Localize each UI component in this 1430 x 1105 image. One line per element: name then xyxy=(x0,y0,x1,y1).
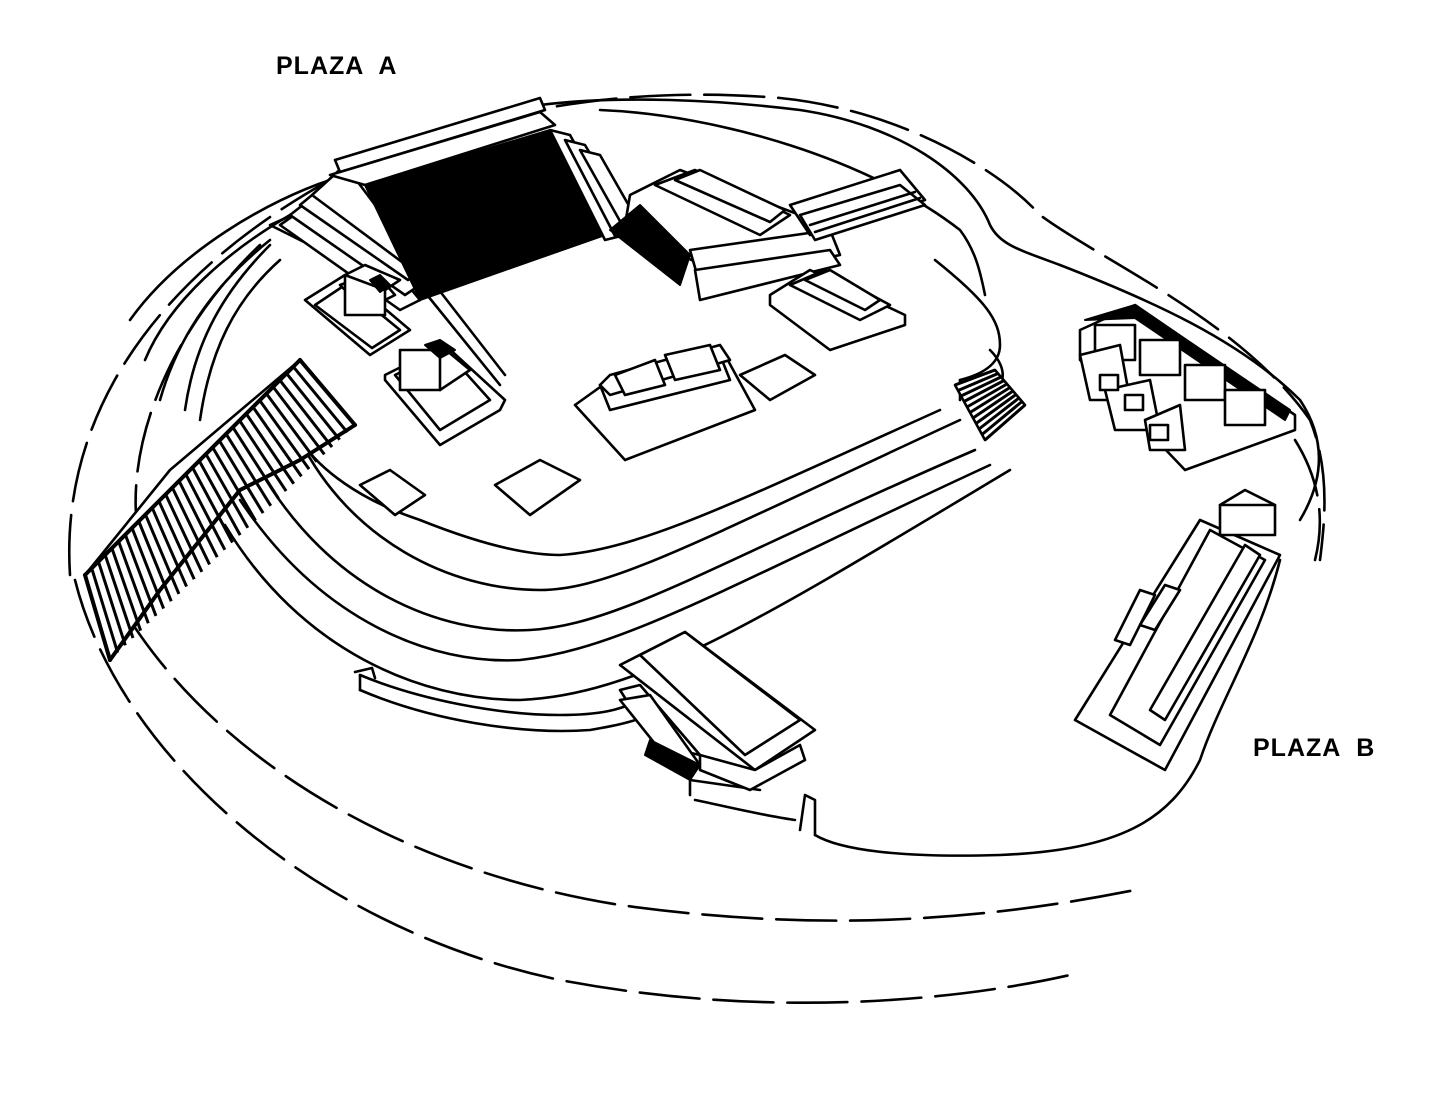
stair-step-line xyxy=(204,453,250,529)
stair-step-line xyxy=(966,382,1008,409)
stair-step-line xyxy=(218,439,265,514)
temple-west-1 xyxy=(303,263,412,357)
stair-step-line xyxy=(170,487,211,566)
stair-step-line xyxy=(211,446,257,522)
stair-step-line xyxy=(164,493,204,573)
stair-step-line xyxy=(90,567,120,654)
structure-plaza-b-long xyxy=(1073,488,1282,772)
stair-step-line xyxy=(972,389,1014,420)
structure-north-east xyxy=(609,168,927,302)
temple-west-2 xyxy=(383,270,507,447)
stair-step-line xyxy=(238,419,288,492)
stair-step-line xyxy=(97,561,127,646)
stair-step-line xyxy=(265,392,318,463)
central-structure xyxy=(573,343,817,462)
stair-step-line xyxy=(110,547,143,632)
stair-step-line xyxy=(197,460,242,536)
plaza-terraces xyxy=(128,98,1321,857)
structure-south xyxy=(618,630,817,792)
plaza-b-label: PLAZA B xyxy=(1253,734,1376,762)
structure-east-small xyxy=(768,268,907,352)
stair-step-line xyxy=(963,379,1005,403)
stair-step-line xyxy=(117,540,150,624)
hill-contours xyxy=(67,93,1326,1004)
stair-step-line xyxy=(285,372,341,441)
east-staircase xyxy=(953,368,1027,442)
stair-step-line xyxy=(957,372,999,392)
stair-step-line xyxy=(137,520,173,602)
stair-step-line xyxy=(103,554,135,639)
stair-step-line xyxy=(969,386,1011,414)
stair-step-line xyxy=(224,433,273,507)
stair-step-line xyxy=(231,426,280,500)
stair-step-line xyxy=(978,396,1020,431)
stair-step-line xyxy=(271,385,326,456)
stair-step-line xyxy=(960,375,1002,398)
plaza-a-label: PLAZA A xyxy=(276,52,398,80)
stair-step-line xyxy=(157,500,196,580)
stair-step-line xyxy=(984,403,1026,442)
stair-step-line xyxy=(245,412,295,485)
structure-plaza-b-palace xyxy=(1078,303,1297,472)
stair-step-line xyxy=(981,400,1023,436)
left-staircase xyxy=(83,358,357,662)
stair-step-line xyxy=(191,466,234,544)
stair-step-line xyxy=(278,379,334,448)
stair-step-line xyxy=(144,513,181,595)
stair-step-line xyxy=(150,507,188,588)
stair-step-line xyxy=(954,368,996,387)
main-pyramid xyxy=(278,96,642,312)
stair-step-line xyxy=(177,480,219,558)
small-platforms xyxy=(358,458,582,517)
stair-step-line xyxy=(184,473,227,551)
stair-step-line xyxy=(975,393,1017,425)
stair-step-line xyxy=(292,365,349,434)
